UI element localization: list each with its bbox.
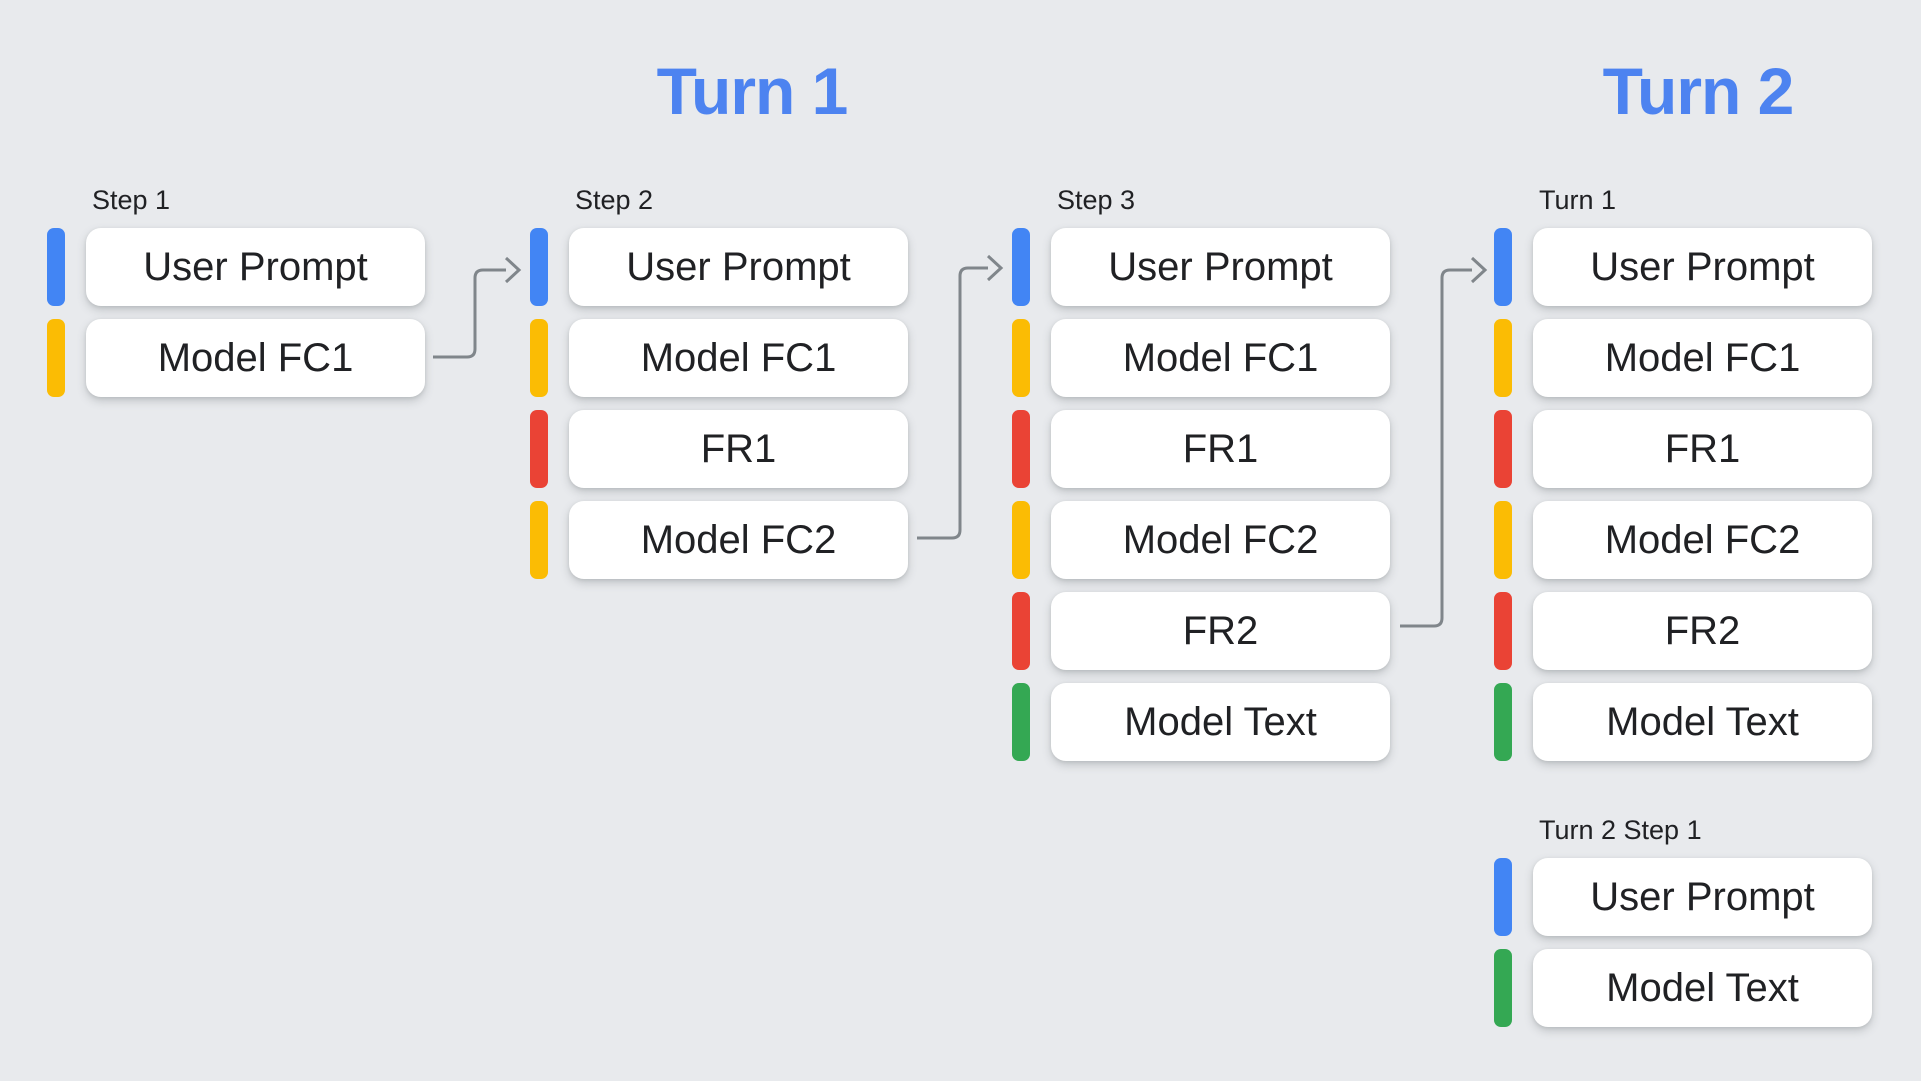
- blue-role-bar: [1494, 858, 1512, 936]
- message-row: Model FC2: [530, 501, 908, 579]
- message-row: FR1: [530, 410, 908, 488]
- blue-role-bar: [1494, 228, 1512, 306]
- message-card-model-text: Model Text: [1051, 683, 1390, 761]
- arrow-step2-to-step3: [917, 254, 1004, 540]
- red-role-bar: [1012, 410, 1030, 488]
- message-card-model-fc1: Model FC1: [1051, 319, 1390, 397]
- message-row: FR1: [1012, 410, 1390, 488]
- message-row: Model Text: [1012, 683, 1390, 761]
- message-row: Model FC1: [47, 319, 425, 397]
- message-row: User Prompt: [47, 228, 425, 306]
- arrow-step3-to-turn1: [1400, 256, 1488, 628]
- message-row: User Prompt: [1494, 228, 1872, 306]
- turn-1-title: Turn 1: [656, 54, 849, 128]
- message-card-user-prompt: User Prompt: [1051, 228, 1390, 306]
- column-label-turn-1: Turn 1: [1539, 185, 1617, 215]
- message-row: Model FC1: [1012, 319, 1390, 397]
- red-role-bar: [1494, 410, 1512, 488]
- message-row: Model FC1: [1494, 319, 1872, 397]
- message-card-model-fc1: Model FC1: [86, 319, 425, 397]
- message-card-model-text: Model Text: [1533, 949, 1872, 1027]
- message-card-model-text: Model Text: [1533, 683, 1872, 761]
- message-card-model-fc2: Model FC2: [1533, 501, 1872, 579]
- arrowhead-icon: [504, 256, 522, 284]
- message-card-fr2: FR2: [1051, 592, 1390, 670]
- blue-role-bar: [47, 228, 65, 306]
- yellow-role-bar: [530, 319, 548, 397]
- arrow-step1-to-step2: [433, 256, 522, 359]
- yellow-role-bar: [1494, 319, 1512, 397]
- message-row: FR2: [1012, 592, 1390, 670]
- blue-role-bar: [530, 228, 548, 306]
- message-row: Model FC2: [1494, 501, 1872, 579]
- message-card-user-prompt: User Prompt: [569, 228, 908, 306]
- message-card-fr2: FR2: [1533, 592, 1872, 670]
- red-role-bar: [1012, 592, 1030, 670]
- green-role-bar: [1012, 683, 1030, 761]
- message-card-user-prompt: User Prompt: [1533, 858, 1872, 936]
- red-role-bar: [530, 410, 548, 488]
- message-row: Model FC1: [530, 319, 908, 397]
- red-role-bar: [1494, 592, 1512, 670]
- message-card-user-prompt: User Prompt: [86, 228, 425, 306]
- message-row: FR1: [1494, 410, 1872, 488]
- message-row: FR2: [1494, 592, 1872, 670]
- message-card-model-fc2: Model FC2: [1051, 501, 1390, 579]
- blue-role-bar: [1012, 228, 1030, 306]
- message-card-fr1: FR1: [1051, 410, 1390, 488]
- message-card-model-fc1: Model FC1: [1533, 319, 1872, 397]
- message-row: User Prompt: [530, 228, 908, 306]
- column-label-step-1: Step 1: [92, 185, 171, 215]
- message-card-model-fc2: Model FC2: [569, 501, 908, 579]
- message-card-user-prompt: User Prompt: [1533, 228, 1872, 306]
- yellow-role-bar: [530, 501, 548, 579]
- column-label-turn-2-step-1: Turn 2 Step 1: [1539, 815, 1702, 845]
- column-label-step-2: Step 2: [575, 185, 654, 215]
- arrowhead-icon: [1470, 256, 1488, 284]
- arrowhead-icon: [986, 254, 1004, 282]
- yellow-role-bar: [47, 319, 65, 397]
- message-row: Model FC2: [1012, 501, 1390, 579]
- message-row: Model Text: [1494, 949, 1872, 1027]
- column-label-step-3: Step 3: [1057, 185, 1136, 215]
- turn-2-title: Turn 2: [1602, 54, 1795, 128]
- message-row: Model Text: [1494, 683, 1872, 761]
- message-row: User Prompt: [1494, 858, 1872, 936]
- yellow-role-bar: [1494, 501, 1512, 579]
- message-card-fr1: FR1: [569, 410, 908, 488]
- message-row: User Prompt: [1012, 228, 1390, 306]
- message-card-fr1: FR1: [1533, 410, 1872, 488]
- message-card-model-fc1: Model FC1: [569, 319, 908, 397]
- green-role-bar: [1494, 683, 1512, 761]
- green-role-bar: [1494, 949, 1512, 1027]
- yellow-role-bar: [1012, 319, 1030, 397]
- yellow-role-bar: [1012, 501, 1030, 579]
